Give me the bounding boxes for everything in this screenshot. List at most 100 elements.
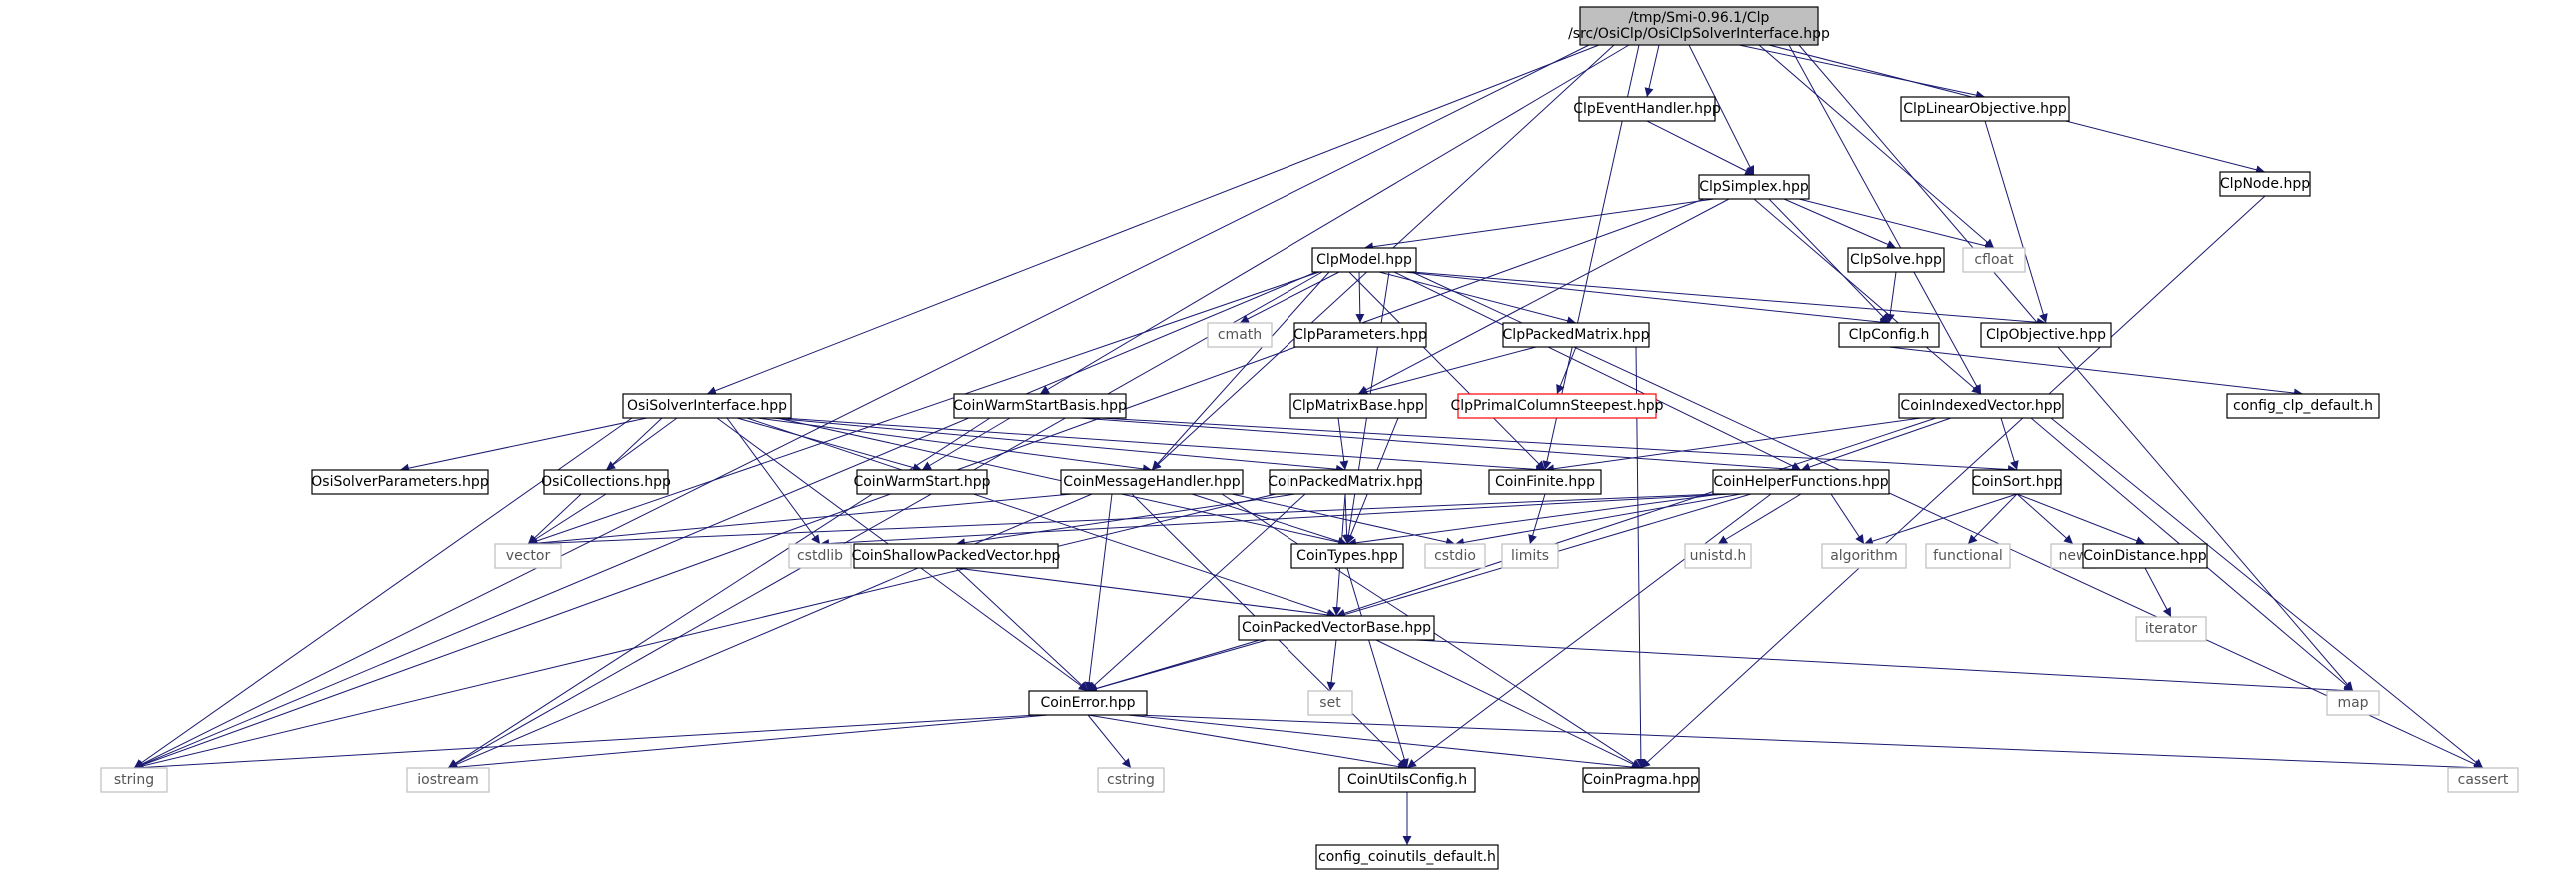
edge-ClpEventHandler-to-ClpSimplex xyxy=(1646,120,1755,176)
edge-ClpModel-to-string xyxy=(133,271,1317,769)
node-CoinIndexedVector[interactable]: CoinIndexedVector.hpp xyxy=(1898,393,2064,419)
node-box xyxy=(1838,322,1940,348)
node-box xyxy=(1060,469,1244,495)
node-root[interactable]: /tmp/Smi-0.96.1/Clp/src/OsiClp/OsiClpSol… xyxy=(1568,6,1830,46)
node-label: OsiSolverInterface.hpp xyxy=(627,398,787,414)
node-ClpPrimalColumnSteepest[interactable]: ClpPrimalColumnSteepest.hpp xyxy=(1450,393,1664,419)
edge-CoinPackedMatrix-to-string xyxy=(133,493,1277,771)
node-box xyxy=(1293,322,1427,348)
node-CoinTypes[interactable]: CoinTypes.hpp xyxy=(1290,543,1404,569)
node-label: CoinIndexedVector.hpp xyxy=(1900,398,2061,414)
node-label: CoinShallowPackedVector.hpp xyxy=(852,548,1061,564)
node-unistd: unistd.h xyxy=(1684,543,1752,569)
node-ClpLinearObjective[interactable]: ClpLinearObjective.hpp xyxy=(1900,96,2070,122)
node-config_clp_default[interactable]: config_clp_default.h xyxy=(2226,393,2380,419)
node-ClpEventHandler[interactable]: ClpEventHandler.hpp xyxy=(1573,96,1721,122)
edge-CoinSort-to-algorithm xyxy=(1863,493,2018,546)
node-box xyxy=(1501,543,1559,569)
node-OsiSolverParameters[interactable]: OsiSolverParameters.hpp xyxy=(311,469,489,495)
node-label: config_clp_default.h xyxy=(2233,398,2373,414)
node-OsiSolverInterface[interactable]: OsiSolverInterface.hpp xyxy=(622,393,792,419)
node-label: CoinPragma.hpp xyxy=(1583,772,1699,788)
edge-ClpSimplex-to-ClpSolve xyxy=(1783,198,1897,249)
node-cstdlib: cstdlib xyxy=(788,543,852,569)
edge-CoinIndexedVector-to-CoinHelperFunctions xyxy=(1800,417,1952,472)
edge-CoinError-to-cassert xyxy=(1137,714,2484,773)
node-box xyxy=(494,543,562,569)
edge-CoinMessageHandler-to-vector xyxy=(527,493,1073,548)
node-ClpModel[interactable]: ClpModel.hpp xyxy=(1311,247,1417,273)
node-label: ClpConfig.h xyxy=(1849,327,1930,343)
node-ClpMatrixBase[interactable]: ClpMatrixBase.hpp xyxy=(1289,393,1427,419)
node-box xyxy=(2447,767,2519,793)
node-box xyxy=(853,543,1059,569)
node-cmath: cmath xyxy=(1207,322,1273,348)
node-CoinUtilsConfig[interactable]: CoinUtilsConfig.h xyxy=(1338,767,1476,793)
edge-ClpModel-to-cmath xyxy=(1239,271,1340,324)
edge-CoinIndexedVector-to-CoinPackedVectorBase xyxy=(1335,417,1937,618)
node-label: ClpSimplex.hpp xyxy=(1699,179,1809,195)
edge-CoinError-to-cstring xyxy=(1087,714,1132,769)
node-label: ClpMatrixBase.hpp xyxy=(1292,398,1424,414)
node-CoinPragma[interactable]: CoinPragma.hpp xyxy=(1582,767,1700,793)
node-CoinError[interactable]: CoinError.hpp xyxy=(1028,690,1148,716)
node-CoinFinite[interactable]: CoinFinite.hpp xyxy=(1488,469,1602,495)
edge-CoinMessageHandler-to-iostream xyxy=(447,493,1093,769)
edge-CoinHelperFunctions-to-CoinTypes xyxy=(1346,493,1722,548)
edge-CoinPackedMatrix-to-CoinTypes xyxy=(1342,493,1352,545)
node-ClpConfig[interactable]: ClpConfig.h xyxy=(1838,322,1940,348)
node-label: cstdio xyxy=(1434,548,1476,564)
node-vector: vector xyxy=(494,543,562,569)
node-ClpNode[interactable]: ClpNode.hpp xyxy=(2219,171,2311,197)
edge-CoinSort-to-new xyxy=(2016,493,2074,545)
node-label: /src/OsiClp/OsiClpSolverInterface.hpp xyxy=(1568,26,1830,42)
node-CoinShallowPackedVector[interactable]: CoinShallowPackedVector.hpp xyxy=(852,543,1061,569)
node-ClpSolve[interactable]: ClpSolve.hpp xyxy=(1847,247,1945,273)
node-CoinWarmStart[interactable]: CoinWarmStart.hpp xyxy=(853,469,991,495)
edge-OsiSolverInterface-to-CoinWarmStart xyxy=(736,417,923,472)
node-cstdio: cstdio xyxy=(1424,543,1486,569)
node-ClpPackedMatrix[interactable]: ClpPackedMatrix.hpp xyxy=(1502,322,1650,348)
node-label: cassert xyxy=(2458,772,2509,788)
node-CoinSort[interactable]: CoinSort.hpp xyxy=(1972,469,2063,495)
node-CoinDistance[interactable]: CoinDistance.hpp xyxy=(2082,543,2208,569)
node-box xyxy=(1238,615,1435,641)
node-set: set xyxy=(1307,690,1353,716)
node-ClpSimplex[interactable]: ClpSimplex.hpp xyxy=(1698,174,1810,200)
node-box xyxy=(1424,543,1486,569)
node-label: string xyxy=(114,772,154,788)
node-CoinPackedVectorBase[interactable]: CoinPackedVectorBase.hpp xyxy=(1238,615,1435,641)
node-label: cfloat xyxy=(1974,252,2014,268)
node-label: OsiSolverParameters.hpp xyxy=(311,474,489,490)
node-box xyxy=(1097,767,1165,793)
edge-CoinHelperFunctions-to-CoinError xyxy=(1087,493,1752,693)
edge-CoinHelperFunctions-to-CoinUtilsConfig xyxy=(1406,493,1772,769)
node-CoinHelperFunctions[interactable]: CoinHelperFunctions.hpp xyxy=(1712,469,1890,495)
nodes-layer: /tmp/Smi-0.96.1/Clp/src/OsiClp/OsiClpSol… xyxy=(100,6,2519,870)
node-box xyxy=(1962,247,2026,273)
node-label: map xyxy=(2337,695,2368,711)
node-label: CoinError.hpp xyxy=(1040,695,1135,711)
node-CoinMessageHandler[interactable]: CoinMessageHandler.hpp xyxy=(1060,469,1244,495)
node-box xyxy=(1582,767,1700,793)
node-ClpObjective[interactable]: ClpObjective.hpp xyxy=(1980,322,2112,348)
edge-ClpModel-to-ClpObjective xyxy=(1411,271,2047,327)
edge-OsiSolverInterface-to-CoinFinite xyxy=(781,417,1546,474)
node-config_coinutils_default[interactable]: config_coinutils_default.h xyxy=(1315,844,1499,870)
node-ClpParameters[interactable]: ClpParameters.hpp xyxy=(1293,322,1427,348)
node-label: CoinTypes.hpp xyxy=(1296,548,1398,564)
edge-CoinWarmStartBasis-to-CoinHelperFunctions xyxy=(1079,417,1802,474)
node-OsiCollections[interactable]: OsiCollections.hpp xyxy=(541,469,671,495)
node-CoinWarmStartBasis[interactable]: CoinWarmStartBasis.hpp xyxy=(953,393,1127,419)
node-CoinPackedMatrix[interactable]: CoinPackedMatrix.hpp xyxy=(1268,469,1423,495)
node-cstring: cstring xyxy=(1097,767,1165,793)
node-box xyxy=(1925,543,2011,569)
node-limits: limits xyxy=(1501,543,1559,569)
node-box xyxy=(1028,690,1148,716)
edge-CoinHelperFunctions-to-cstdlib xyxy=(819,493,1732,549)
node-box xyxy=(1488,469,1602,495)
node-box xyxy=(1900,96,2070,122)
node-box xyxy=(100,767,168,793)
edge-CoinPackedVectorBase-to-CoinError xyxy=(1087,639,1268,693)
